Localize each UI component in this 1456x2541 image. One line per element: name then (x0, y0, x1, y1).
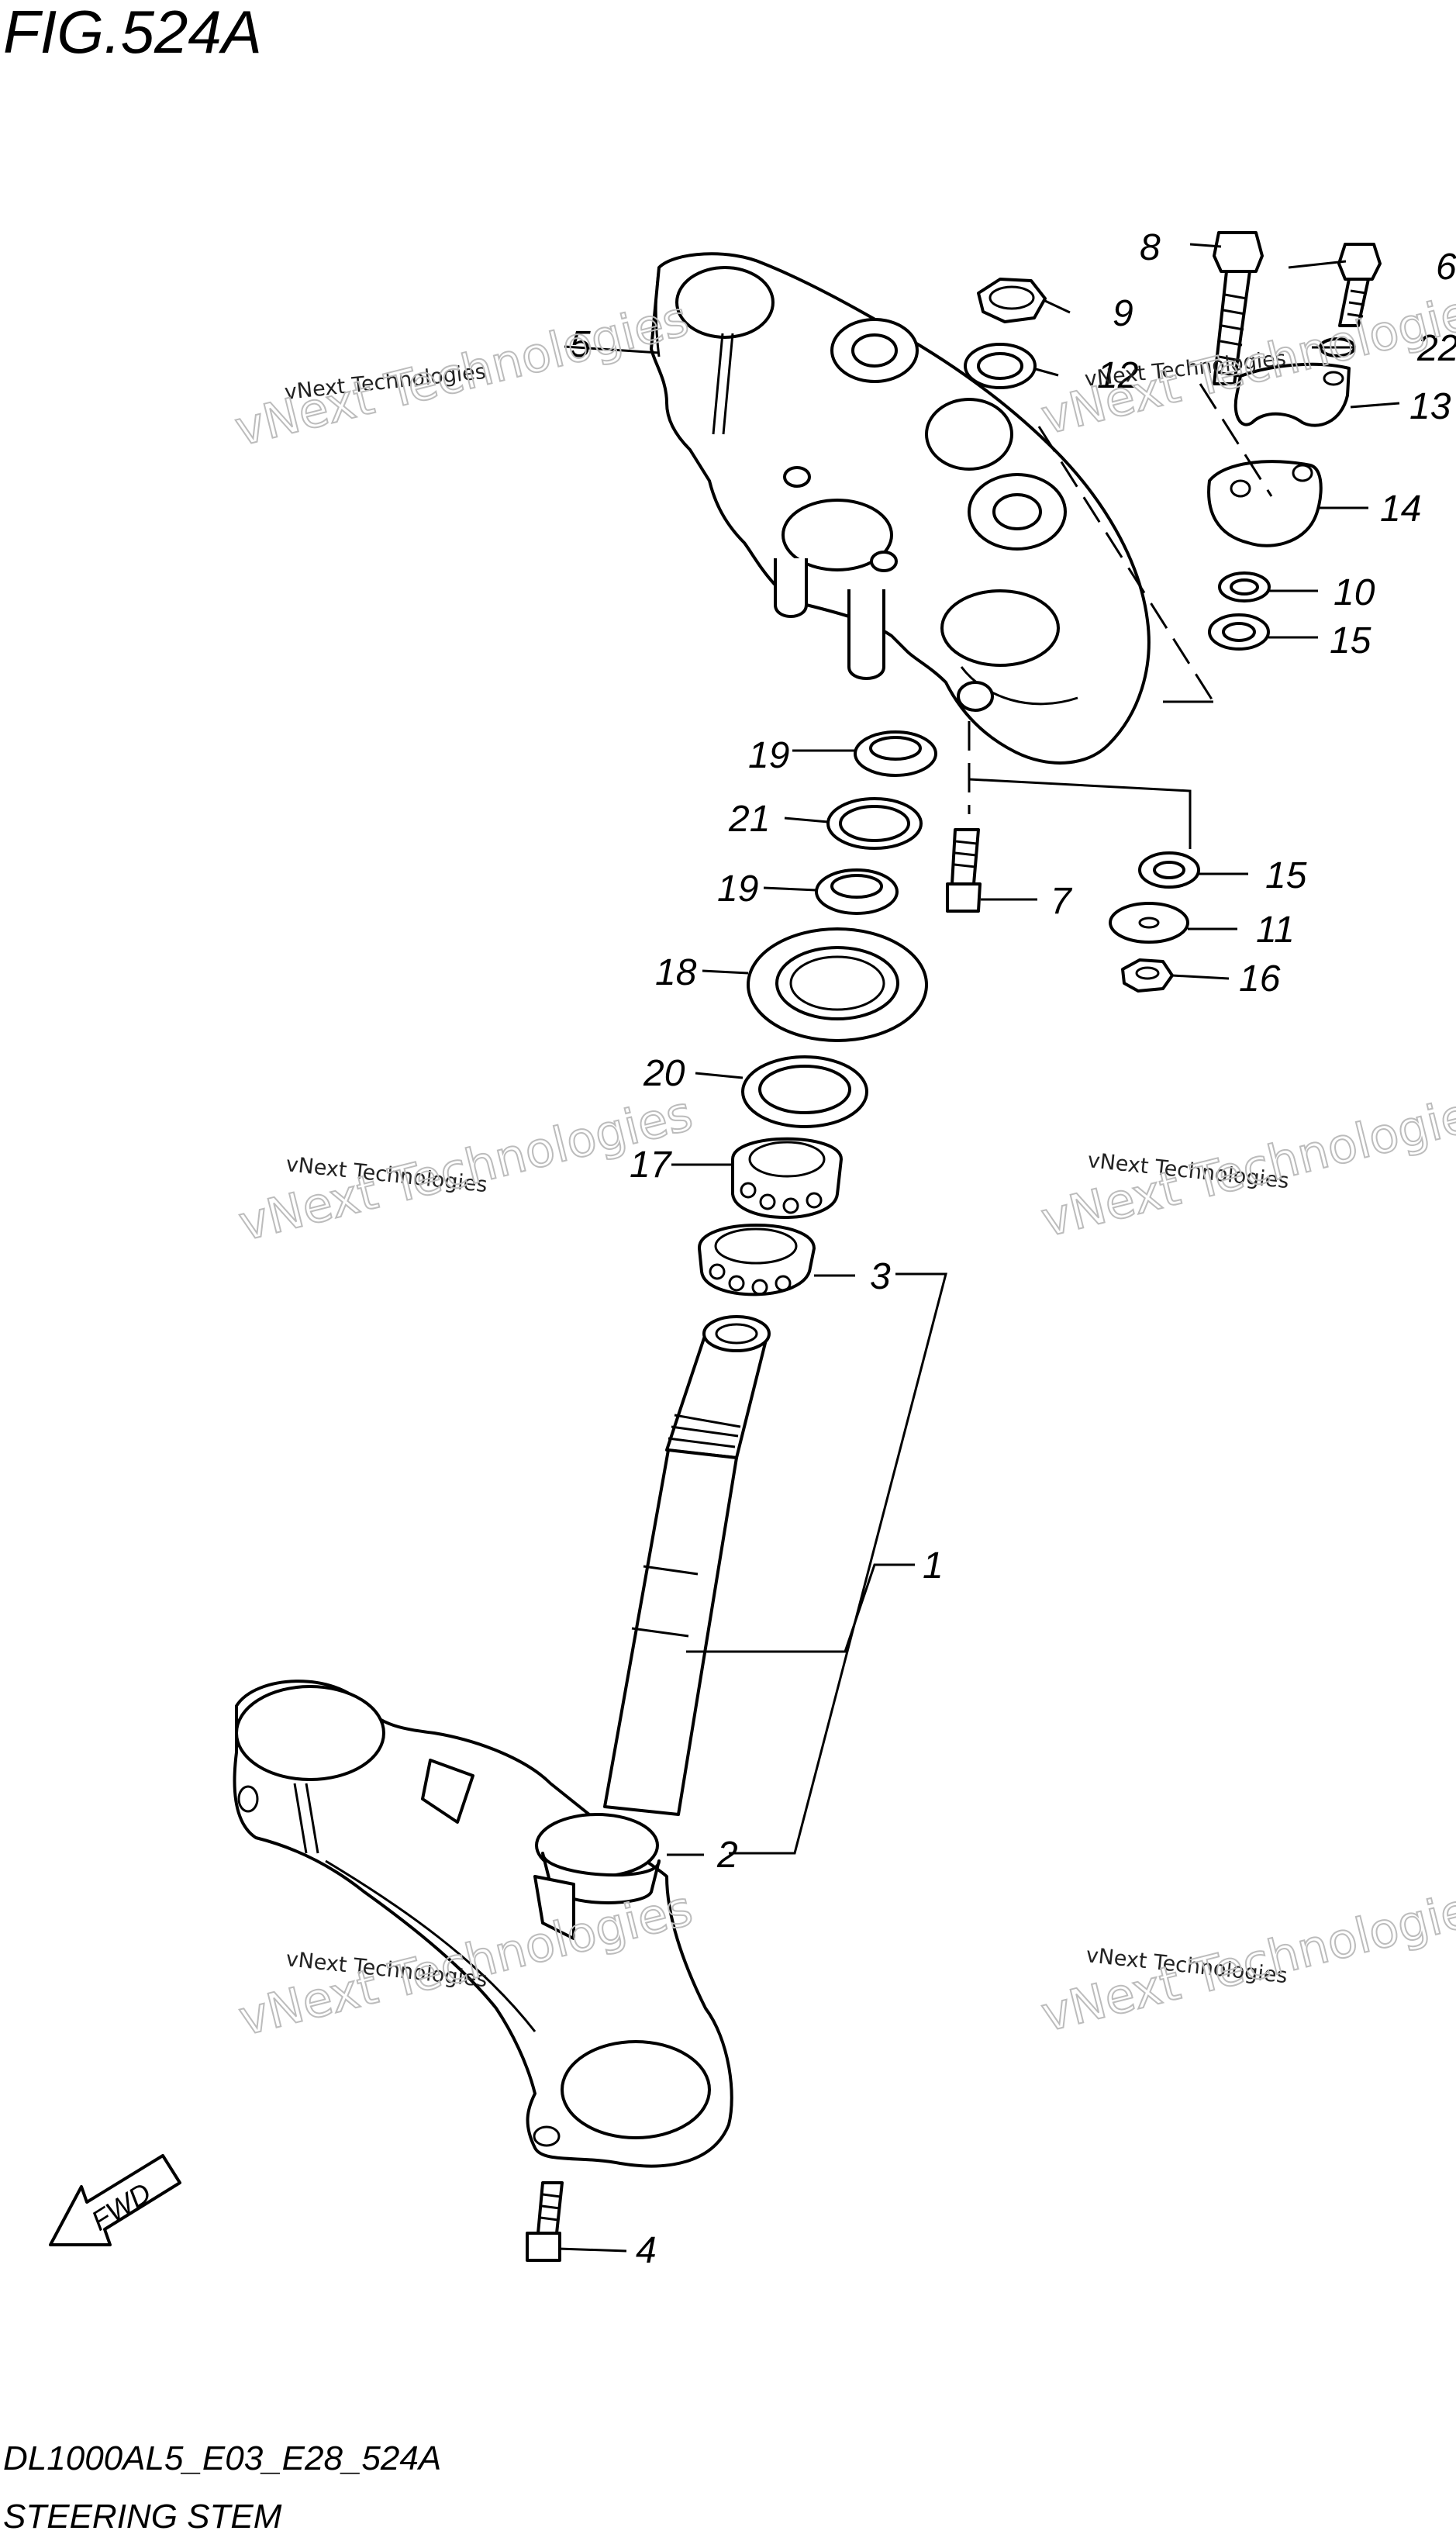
section-name: STEERING STEM (3, 2498, 282, 2536)
callout-22: 22 (1416, 328, 1456, 369)
washer-11 (1109, 902, 1189, 944)
nut-9 (977, 278, 1047, 323)
callout-14: 14 (1380, 489, 1421, 530)
watermark-low-right: vNext Technologies vNext Technologies (1035, 1875, 1456, 2044)
callout-leaders (557, 243, 1400, 2253)
callout-10-upper: 10 (1334, 572, 1375, 613)
seal-18 (747, 927, 928, 1042)
bolt-long (1213, 231, 1264, 385)
callout-labels: 8 6 9 22 12 13 5 14 10 15 19 21 19 7 15 … (570, 227, 1456, 2271)
nut-16 (1121, 958, 1174, 993)
callout-19-lower: 19 (717, 868, 758, 910)
callout-15-lower: 15 (1265, 855, 1307, 896)
holder-14 (1207, 460, 1323, 547)
washer-15-upper (1208, 613, 1270, 651)
callout-15-upper: 15 (1330, 620, 1371, 661)
holder-13 (1233, 362, 1351, 427)
callout-2: 2 (716, 1835, 738, 1876)
svg-text:vNext Technologies: vNext Technologies (229, 290, 694, 457)
callout-7: 7 (1051, 881, 1073, 922)
callout-17: 17 (630, 1144, 673, 1186)
race-20 (741, 1055, 868, 1128)
model-code: DL1000AL5_E03_E28_524A (3, 2439, 441, 2477)
washer-12 (964, 343, 1037, 389)
callout-18: 18 (655, 952, 697, 993)
bearing-3 (697, 1224, 816, 1296)
figure-title: FIG.524A (3, 0, 262, 66)
callout-6: 6 (1436, 247, 1456, 288)
callout-5: 5 (570, 324, 591, 365)
guide-line-clamp (1037, 426, 1215, 703)
callout-19-upper: 19 (748, 735, 789, 776)
locknut-19-lower (815, 868, 899, 915)
watermark-mid-left: vNext Technologies vNext Technologies (233, 1084, 699, 1253)
callout-12: 12 (1097, 355, 1138, 396)
callout-9: 9 (1113, 293, 1133, 334)
guide-line-horiz (968, 778, 1192, 849)
callout-3: 3 (870, 1256, 891, 1297)
bolt-4 (526, 2181, 564, 2262)
washer-15-lower (1138, 851, 1200, 889)
watermark-mid-right: vNext Technologies vNext Technologies (1035, 1080, 1456, 1249)
upper-bracket (650, 252, 1151, 765)
bearing-17 (731, 1137, 843, 1219)
fwd-arrow-icon: FWD (49, 2154, 181, 2246)
callout-13: 13 (1409, 386, 1451, 427)
callout-11: 11 (1256, 910, 1295, 951)
watermark-top-left: vNext Technologies vNext Technologies (229, 289, 695, 458)
callout-21: 21 (728, 799, 770, 840)
bolt-short (1337, 243, 1382, 327)
steering-stem (233, 1315, 771, 2168)
callout-4: 4 (636, 2230, 657, 2271)
callout-20: 20 (643, 1053, 685, 1094)
callout-1: 1 (923, 1545, 944, 1586)
guide-line-bolt (1199, 383, 1273, 497)
lockwasher-21 (826, 797, 923, 850)
callout-8: 8 (1140, 227, 1161, 268)
locknut-19-upper (854, 730, 937, 777)
callout-16: 16 (1239, 958, 1281, 999)
bolt-7 (946, 828, 982, 913)
washer-10-upper (1218, 571, 1271, 602)
